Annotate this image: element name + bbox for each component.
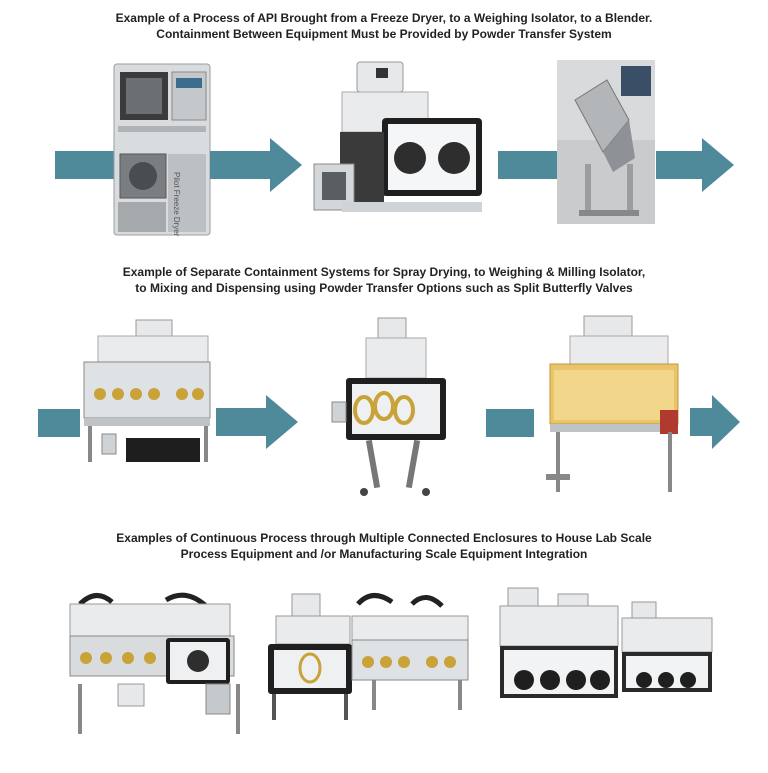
right-arrow-icon	[498, 151, 560, 179]
section-1-caption-line-2: Containment Between Equipment Must be Pr…	[156, 27, 612, 41]
isolator-illustration	[546, 315, 679, 492]
section-2-caption-line-1: Example of Separate Containment Systems …	[122, 265, 646, 279]
isolator-illustration	[499, 587, 713, 698]
section-1-caption: Example of a Process of API Brought from…	[0, 10, 768, 42]
isolator-illustration	[268, 593, 469, 720]
right-arrow-icon	[486, 409, 534, 437]
blender-illustration	[557, 60, 655, 224]
section-1-caption-line-1: Example of a Process of API Brought from…	[115, 11, 653, 25]
isolator-illustration	[69, 592, 240, 734]
isolator-illustration	[83, 319, 211, 462]
freeze-dryer-label: Pilot Freeze Dryer	[172, 172, 181, 237]
right-arrow-icon	[55, 151, 117, 179]
section-2-caption: Example of Separate Containment Systems …	[0, 264, 768, 296]
section-2-caption-line-2: to Mixing and Dispensing using Powder Tr…	[135, 281, 633, 295]
right-arrow-icon	[38, 409, 80, 437]
right-arrow-icon	[690, 395, 740, 449]
section-3-caption-line-1: Examples of Continuous Process through M…	[116, 531, 652, 545]
right-arrow-icon	[210, 138, 302, 192]
section-3-caption: Examples of Continuous Process through M…	[0, 530, 768, 562]
right-arrow-icon	[216, 395, 298, 449]
right-arrow-icon	[656, 138, 734, 192]
isolator-illustration	[313, 61, 482, 212]
freeze-dryer-illustration: Pilot Freeze Dryer	[113, 63, 211, 237]
section-3-caption-line-2: Process Equipment and /or Manufacturing …	[180, 547, 588, 561]
isolator-illustration	[331, 317, 446, 496]
